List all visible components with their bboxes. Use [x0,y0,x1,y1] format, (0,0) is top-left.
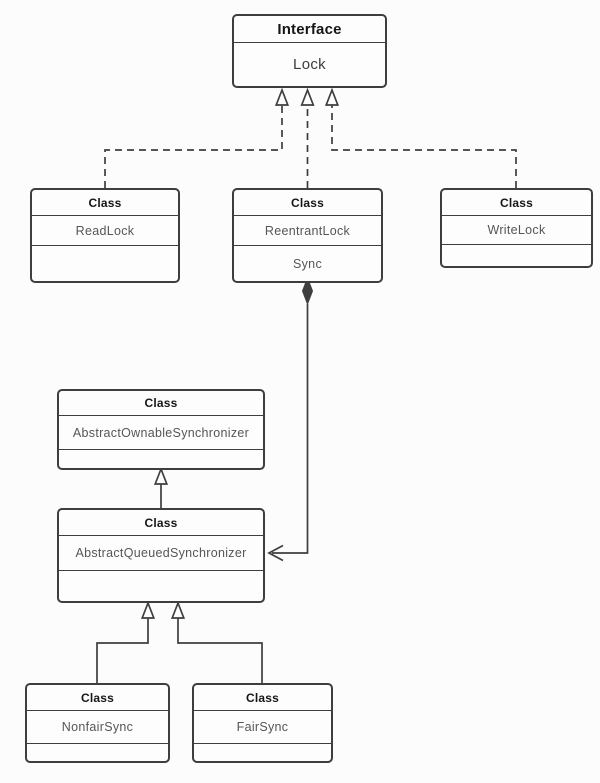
members-compartment [32,245,178,281]
stereotype-label: Class [290,195,325,210]
hollow-arrowhead-icon [274,87,290,106]
stereotype-label: Class [88,195,122,210]
generalization-nonfairsync-to-aqs [96,600,156,683]
class-name-label: NonfairSync [27,710,168,743]
class-box-abstractqueuedsynchronizer: Class AbstractQueuedSynchronizer [57,508,265,603]
hollow-arrowhead-icon [300,87,315,106]
member-label-sync: Sync [234,245,381,281]
class-name-label: ReadLock [32,215,178,245]
class-name-label: ReentrantLock [234,215,381,245]
class-name-label: FairSync [194,710,331,743]
generalization-aqs-to-aos [153,466,169,508]
members-compartment [59,449,263,468]
class-name-label: AbstractQueuedSynchronizer [59,535,263,570]
stereotype-label: Class [499,195,534,210]
realization-readlock-to-lock [104,87,290,188]
class-box-readlock: Class ReadLock [30,188,180,283]
members-compartment [442,244,591,266]
composition-sync-to-aqs [267,276,314,562]
class-box-writelock: Class WriteLock [440,188,593,268]
stereotype-label: Class [80,690,115,705]
class-box-reentrantlock: Class ReentrantLock Sync [232,188,383,283]
class-box-fairsync: Class FairSync [192,683,333,763]
realization-reentrantlock-to-lock [300,87,315,188]
stereotype-label: Interface [277,20,342,38]
stereotype-label: Class [144,515,178,530]
class-name-label: AbstractOwnableSynchronizer [59,415,263,449]
hollow-arrowhead-icon [140,600,156,619]
open-arrowhead-icon [267,544,284,562]
stereotype-label: Class [245,690,280,705]
interface-box-lock: Interface Lock [232,14,387,88]
hollow-arrowhead-icon [153,466,169,485]
realization-writelock-to-lock [324,87,517,188]
hollow-arrowhead-icon [324,87,340,106]
members-compartment [27,743,168,761]
generalization-fairsync-to-aqs [170,600,263,683]
class-box-abstractownablesynchronizer: Class AbstractOwnableSynchronizer [57,389,265,470]
class-box-nonfairsync: Class NonfairSync [25,683,170,763]
hollow-arrowhead-icon [170,600,186,619]
class-name-label: WriteLock [442,215,591,244]
class-name-label: Lock [234,42,385,86]
members-compartment [59,570,263,601]
members-compartment [194,743,331,761]
stereotype-label: Class [144,396,178,410]
